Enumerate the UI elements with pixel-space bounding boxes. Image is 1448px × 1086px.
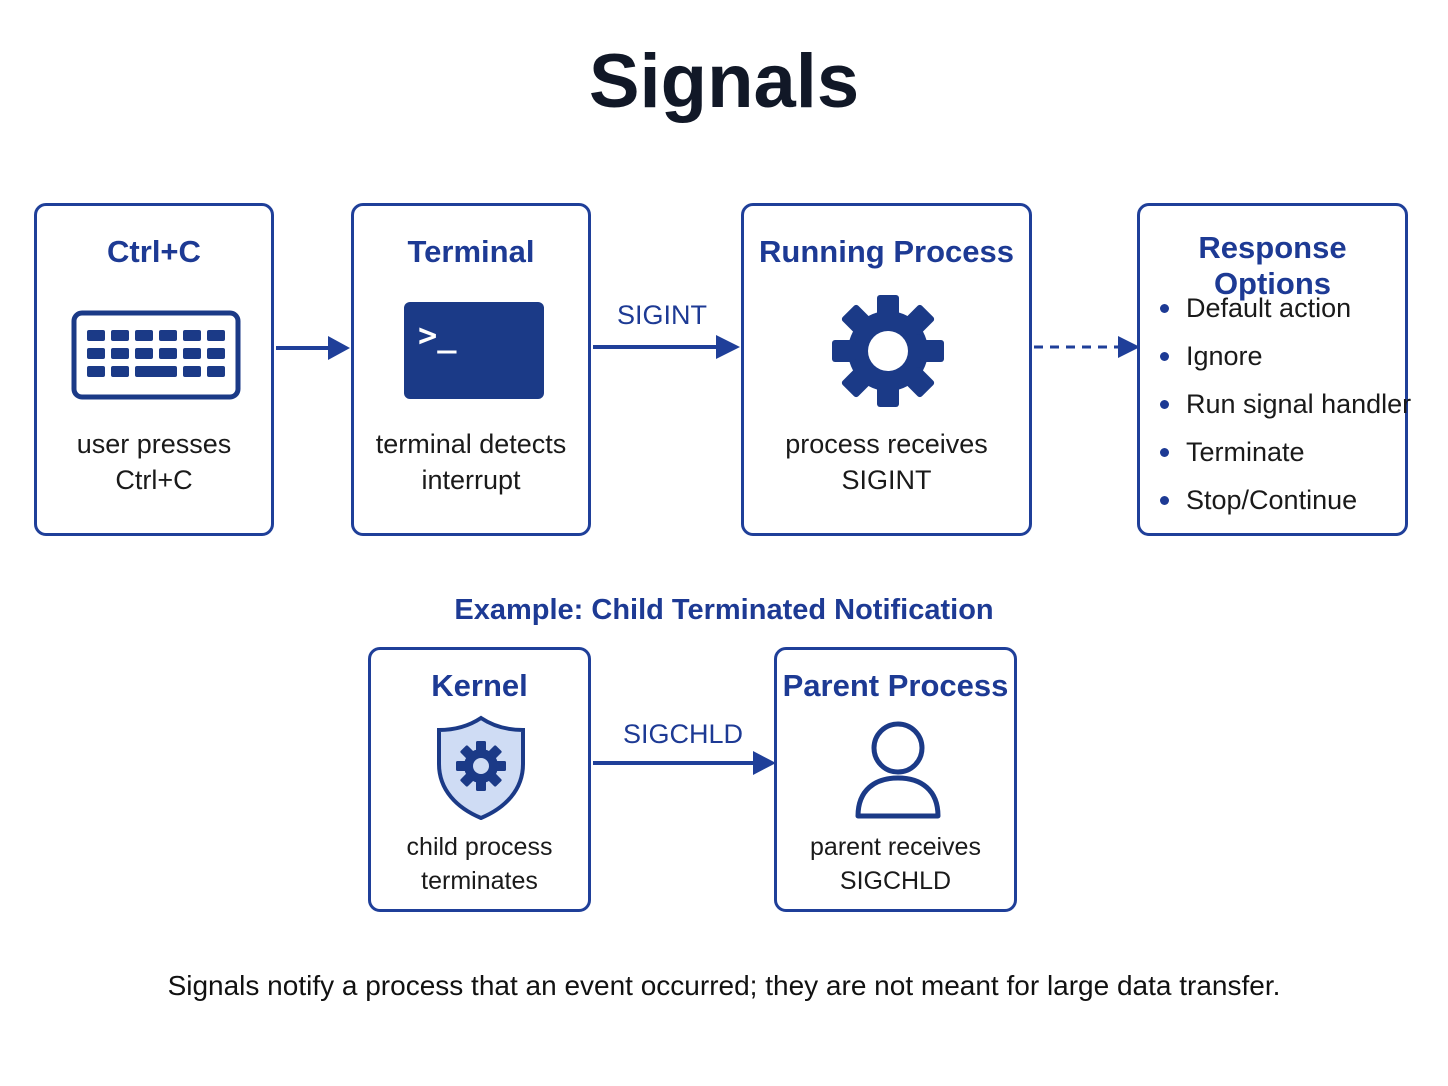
footer-note: Signals notify a process that an event o… [167, 970, 1281, 1001]
response-options-list: Default action Ignore Run signal handler… [1158, 288, 1411, 528]
gear-icon [832, 295, 944, 407]
ctrlc-box: Ctrl+C user presses Ctrl+C [34, 203, 274, 536]
response-option: Run signal handler [1158, 384, 1411, 432]
running-process-caption: process receives SIGINT [744, 426, 1029, 498]
terminal-caption-line1: terminal detects [375, 429, 567, 459]
bullet-icon [1160, 400, 1169, 409]
dashed-arrow-process-to-response [1034, 336, 1140, 358]
bullet-icon [1160, 448, 1169, 457]
response-option-label: Run signal handler [1186, 389, 1412, 419]
response-option-label: Terminate [1186, 437, 1305, 467]
response-options-box: Response Options Default action Ignore R… [1137, 203, 1411, 536]
ctrlc-caption-line2: Ctrl+C [115, 465, 193, 495]
kernel-box: Kernel child process terminates [368, 647, 591, 912]
terminal-caption: terminal detects interrupt [354, 426, 588, 498]
ctrlc-title: Ctrl+C [107, 234, 201, 269]
terminal-title: Terminal [407, 234, 535, 269]
terminal-box: Terminal >_ terminal detects interrupt [351, 203, 591, 536]
running-process-box: Running Process process receives SIGINT [741, 203, 1032, 536]
response-options-title: Response Options [1198, 230, 1347, 301]
user-icon [855, 721, 941, 819]
running-process-caption-line2: SIGINT [841, 465, 932, 495]
arrow-terminal-to-process [593, 335, 740, 359]
kernel-caption-line2: terminates [421, 867, 538, 895]
arrow-kernel-to-parent [593, 751, 776, 775]
response-option-label: Stop/Continue [1186, 485, 1358, 515]
response-option-label: Default action [1186, 293, 1352, 323]
parent-process-caption-line2: SIGCHLD [839, 867, 952, 895]
bullet-icon [1160, 352, 1169, 361]
sigint-label: SIGINT [616, 300, 707, 330]
keyboard-icon [71, 310, 241, 400]
ctrlc-caption: user presses Ctrl+C [37, 426, 271, 498]
running-process-title: Running Process [759, 234, 1014, 269]
running-process-caption-line1: process receives [785, 429, 988, 459]
kernel-title: Kernel [431, 668, 528, 703]
response-option: Default action [1158, 288, 1411, 336]
parent-process-caption-line1: parent receives [810, 833, 981, 861]
response-option-label: Ignore [1186, 341, 1263, 371]
kernel-caption: child process terminates [371, 830, 588, 898]
response-option: Ignore [1158, 336, 1411, 384]
ctrlc-caption-line1: user presses [76, 429, 232, 459]
page-title: Signals [588, 39, 860, 124]
arrow-ctrlc-to-terminal [276, 336, 350, 360]
example-title: Example: Child Terminated Notification [454, 594, 994, 626]
response-option: Terminate [1158, 432, 1411, 480]
shield-gear-icon [437, 715, 525, 820]
response-option: Stop/Continue [1158, 480, 1411, 528]
bullet-icon [1160, 496, 1169, 505]
terminal-icon: >_ [404, 302, 544, 399]
parent-process-box: Parent Process parent receives SIGCHLD [774, 647, 1017, 912]
parent-process-title: Parent Process [782, 668, 1009, 703]
bullet-icon [1160, 304, 1169, 313]
terminal-prompt: >_ [418, 316, 457, 354]
sigchld-label: SIGCHLD [622, 719, 744, 749]
parent-process-caption: parent receives SIGCHLD [777, 830, 1014, 898]
kernel-caption-line1: child process [406, 833, 553, 861]
terminal-caption-line2: interrupt [421, 465, 521, 495]
